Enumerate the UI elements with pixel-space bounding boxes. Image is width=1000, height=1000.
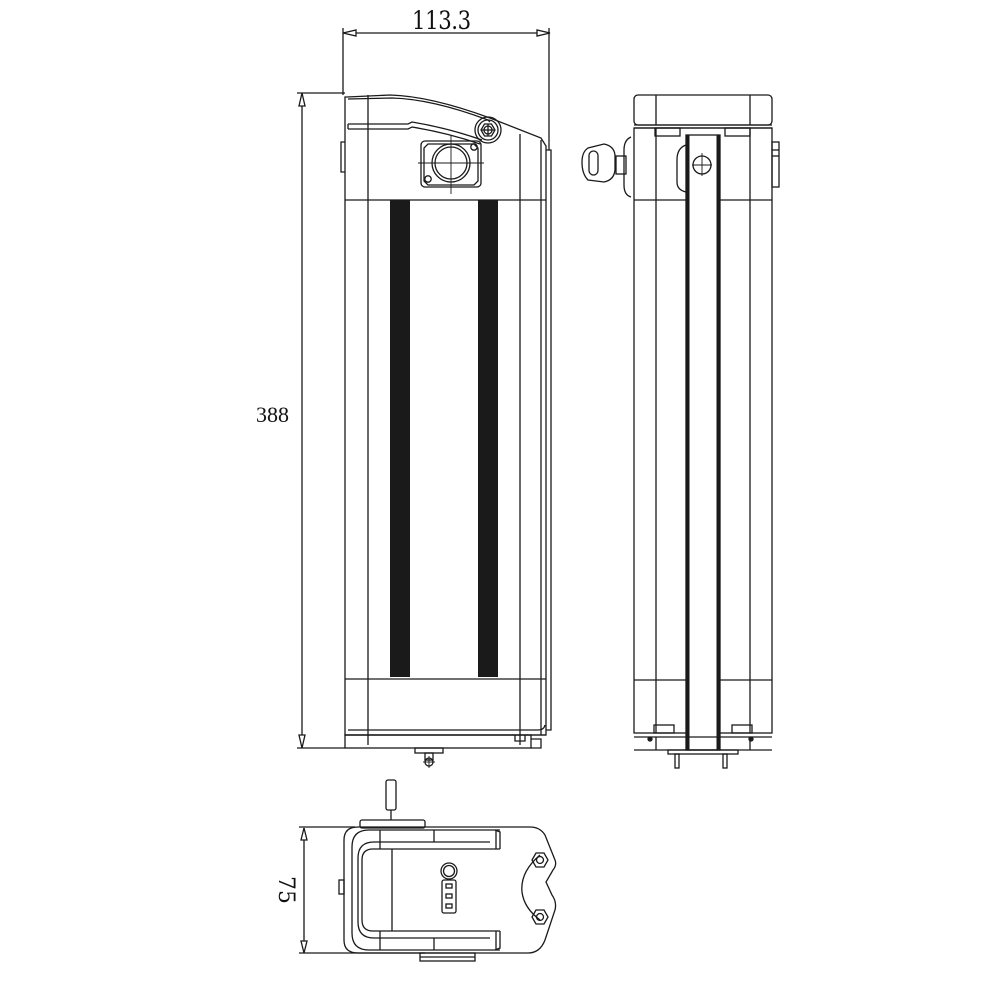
left-stripe [390,200,410,677]
power-button-icon [440,862,458,880]
side-view [581,94,780,769]
charging-port [418,135,484,194]
hex-bolt-bottom [531,909,549,925]
width-dimension-label: 113.3 [412,6,471,35]
bottom-view [299,779,557,962]
height-dimension-label: 388 [256,402,289,427]
width-dimension [342,28,551,150]
led-indicators [441,879,457,914]
front-view [340,94,552,768]
key-lock-icon [581,136,632,198]
right-stripe [478,200,498,677]
hex-bolt-top [531,852,549,868]
depth-dimension-label: 75 [273,876,298,904]
height-dimension [297,92,345,749]
